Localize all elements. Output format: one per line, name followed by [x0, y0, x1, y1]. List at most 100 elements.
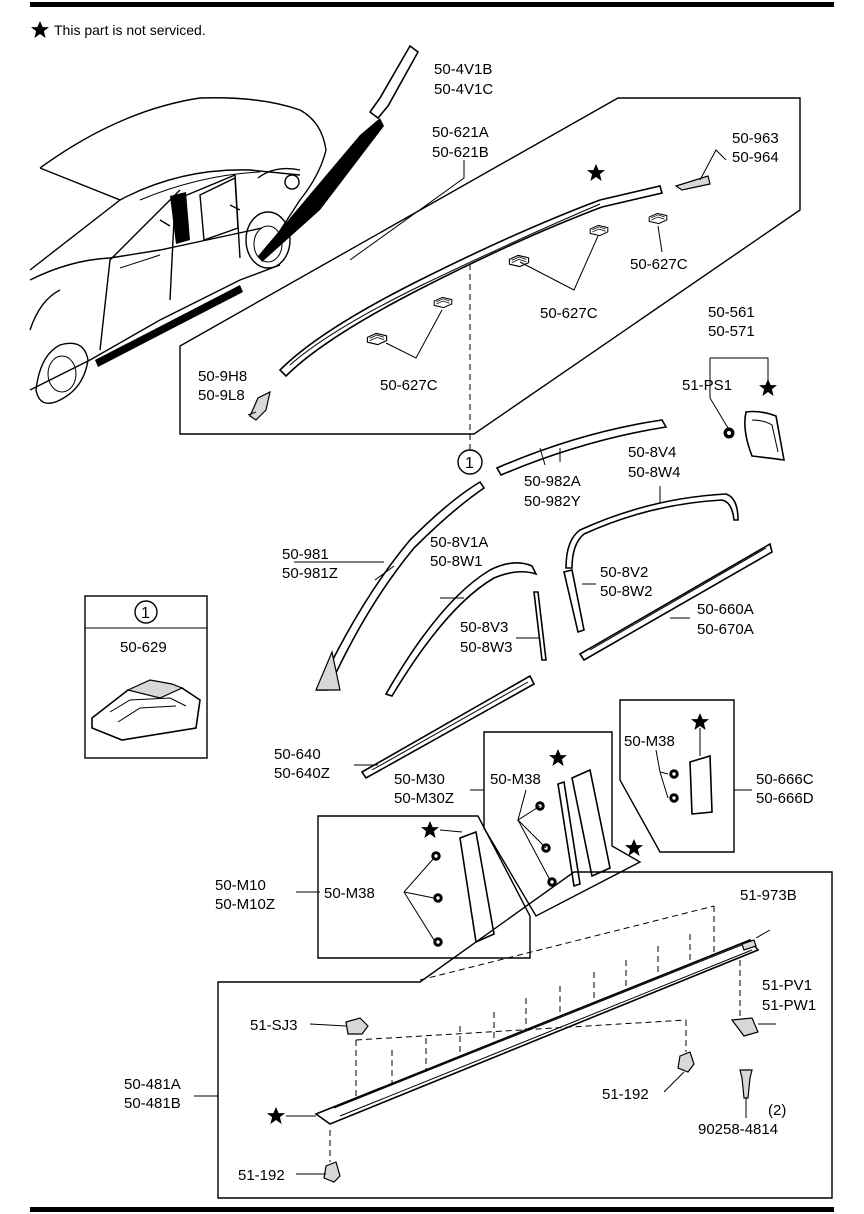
bottom-rule: [30, 1207, 834, 1212]
label-51-ps1: 51-PS1: [682, 377, 732, 394]
label-50-982a: 50-982A: [524, 473, 581, 490]
label-50-640: 50-640: [274, 746, 321, 763]
label-50-m30z: 50-M30Z: [394, 790, 454, 807]
label-50-8w3: 50-8W3: [460, 639, 513, 656]
label-50-m38-m30: 50-M38: [490, 771, 541, 788]
part-981-pillar: [316, 480, 486, 691]
label-90258-4814: 90258-4814: [698, 1121, 778, 1138]
label-51-192-upper: 51-192: [602, 1086, 649, 1103]
star-icon: [549, 749, 567, 766]
part-pv1-bracket: [730, 1017, 759, 1037]
label-50-571: 50-571: [708, 323, 755, 340]
nut-icon: [723, 427, 735, 439]
star-icon: [421, 821, 439, 838]
label-50-m10: 50-M10: [215, 877, 266, 894]
label-qty-2: (2): [768, 1102, 786, 1119]
top-rule: [30, 2, 834, 7]
not-serviced-note: This part is not serviced.: [54, 22, 206, 38]
label-50-640z: 50-640Z: [274, 765, 330, 782]
label-51-pv1: 51-PV1: [762, 977, 812, 994]
inset-box-629: 1: [84, 595, 208, 759]
label-50-627c-right: 50-627C: [630, 256, 688, 273]
label-50-8w1: 50-8W1: [430, 553, 483, 570]
roof-molding-frame: [179, 97, 801, 435]
label-50-m10z: 50-M10Z: [215, 896, 275, 913]
m30-frame: [483, 731, 642, 917]
nut-icon: [669, 793, 679, 803]
label-50-481b: 50-481B: [124, 1095, 181, 1112]
label-50-8v3: 50-8V3: [460, 619, 508, 636]
svg-text:1: 1: [141, 605, 150, 622]
label-50-m38-m10: 50-M38: [324, 885, 375, 902]
label-50-8w2: 50-8W2: [600, 583, 653, 600]
part-90258-screw: [739, 1069, 753, 1099]
part-982-strip: [495, 419, 668, 477]
part-973b-pad: [741, 939, 757, 951]
label-50-666c: 50-666C: [756, 771, 814, 788]
label-50-621a: 50-621A: [432, 124, 489, 141]
label-51-973b: 51-973B: [740, 887, 797, 904]
part-4v1-strip: [368, 44, 420, 120]
label-50-8v2: 50-8V2: [600, 564, 648, 581]
part-m30-garnish: [571, 768, 611, 878]
part-192-clip-lower: [323, 1161, 341, 1183]
part-m30-strip: [557, 780, 581, 888]
label-50-981: 50-981: [282, 546, 329, 563]
label-50-982y: 50-982Y: [524, 493, 581, 510]
part-621-roof-molding: [278, 185, 664, 378]
label-50-660a: 50-660A: [697, 601, 754, 618]
label-51-pw1: 51-PW1: [762, 997, 816, 1014]
part-sj3-nut: [345, 1017, 369, 1035]
label-51-sj3: 51-SJ3: [250, 1017, 298, 1034]
label-50-8v4: 50-8V4: [628, 444, 676, 461]
label-50-561: 50-561: [708, 304, 755, 321]
label-50-627c-left: 50-627C: [380, 377, 438, 394]
part-666-garnish: [689, 754, 713, 815]
star-icon: [31, 21, 49, 38]
clip-icon: [366, 332, 388, 346]
label-50-m30: 50-M30: [394, 771, 445, 788]
part-192-clip-upper: [677, 1051, 695, 1073]
label-50-9l8: 50-9L8: [198, 387, 245, 404]
label-50-670a: 50-670A: [697, 621, 754, 638]
label-50-8v1a: 50-8V1A: [430, 534, 488, 551]
nut-icon: [433, 893, 443, 903]
label-50-981z: 50-981Z: [282, 565, 338, 582]
side-sill-frame: [217, 871, 833, 1199]
part-8v4-channel: [565, 493, 739, 569]
label-50-621b: 50-621B: [432, 144, 489, 161]
m666-frame: [619, 699, 735, 853]
star-icon: [267, 1107, 285, 1124]
clip-icon: [589, 224, 609, 237]
part-8v2-strip: [563, 569, 585, 634]
label-50-666d: 50-666D: [756, 790, 814, 807]
label-50-627c-middle: 50-627C: [540, 305, 598, 322]
label-51-192-lower: 51-192: [238, 1167, 285, 1184]
label-50-4v1b: 50-4V1B: [434, 61, 492, 78]
m10-frame: [317, 815, 531, 959]
part-660a-belt-molding: [578, 542, 773, 662]
label-50-4v1c: 50-4V1C: [434, 81, 493, 98]
callout-1-number: 1: [465, 455, 474, 472]
part-561-garnish: [744, 410, 785, 461]
nut-icon: [669, 769, 679, 779]
star-icon: [759, 379, 777, 396]
label-50-629: 50-629: [120, 639, 167, 656]
label-50-481a: 50-481A: [124, 1076, 181, 1093]
label-50-963: 50-963: [732, 130, 779, 147]
star-icon: [587, 164, 605, 181]
label-50-9h8: 50-9H8: [198, 368, 247, 385]
label-50-m38-666: 50-M38: [624, 733, 675, 750]
clip-icon: [648, 212, 668, 225]
part-481-side-sill: [314, 939, 760, 1125]
clip-icon: [433, 296, 453, 309]
part-9h8-end-cap: [249, 390, 271, 421]
part-m10-garnish: [459, 830, 495, 944]
label-50-964: 50-964: [732, 149, 779, 166]
nut-icon: [433, 937, 443, 947]
part-963-end-cap: [674, 175, 711, 191]
label-50-8w4: 50-8W4: [628, 464, 681, 481]
part-8v1a-strip: [384, 562, 538, 697]
star-icon: [691, 713, 709, 730]
